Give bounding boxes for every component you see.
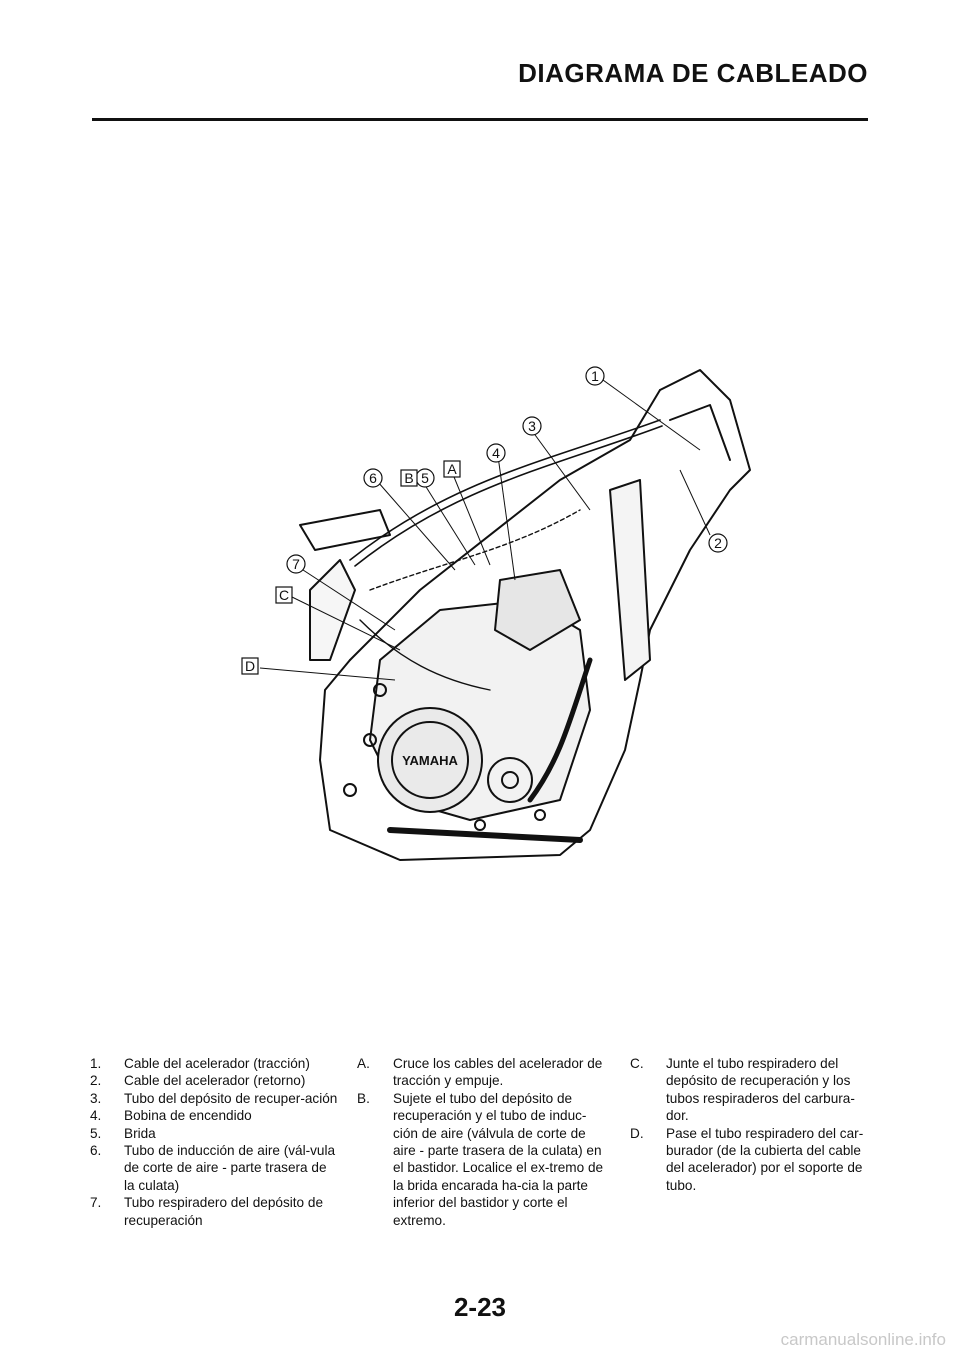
svg-text:B: B [404,470,413,486]
svg-text:4: 4 [492,445,500,461]
legend-numbered: 1.Cable del acelerador (tracción) 2.Cabl… [90,1055,338,1229]
engine-wiring-figure: YAMAHA 1 2 3 4 5 6 7 A B C [230,360,790,870]
callout-1: 1 [585,366,605,386]
engine-illustration: YAMAHA 1 2 3 4 5 6 7 A B C [241,366,751,861]
list-item: 4.Bobina de encendido [90,1108,252,1124]
callout-3: 3 [522,416,542,436]
list-item: D.Pase el tubo respiradero del car-burad… [630,1125,864,1193]
list-item: 7.Tubo respiradero del depósito de recup… [90,1195,324,1228]
watermark: carmanualsonline.info [780,1330,946,1349]
callout-C: C [275,586,293,604]
callout-A: A [443,460,461,478]
legend-lettered-a-b: A.Cruce los cables del acelerador de tra… [357,1055,609,1229]
list-item: 1.Cable del acelerador (tracción) [90,1056,310,1071]
title-rule [92,118,868,121]
svg-text:6: 6 [369,470,377,486]
list-item: 6.Tubo de inducción de aire (vál-vula de… [90,1143,336,1193]
svg-text:5: 5 [421,470,429,486]
list-item: 3.Tubo del depósito de recuper-ación [90,1090,338,1106]
callout-2: 2 [708,533,728,553]
list-item: B.Sujete el tubo del depósito de recuper… [357,1090,604,1228]
callout-4: 4 [486,443,506,463]
list-item: 2.Cable del acelerador (retorno) [90,1073,306,1089]
svg-text:7: 7 [292,556,300,572]
legend-lettered-c-d: C.Junte el tubo respiradero del depósito… [630,1055,875,1194]
callout-5: 5 [415,468,435,488]
callout-D: D [241,657,259,675]
svg-text:1: 1 [591,368,599,384]
callout-6: 6 [363,468,383,488]
callout-7: 7 [286,554,306,574]
callout-B: B [400,469,418,487]
page-number: 2-23 [453,1292,507,1322]
brand-mark: YAMAHA [402,753,458,768]
svg-text:2: 2 [714,535,722,551]
svg-text:3: 3 [528,418,536,434]
list-item: C.Junte el tubo respiradero del depósito… [630,1056,855,1124]
svg-text:D: D [245,658,255,674]
list-item: A.Cruce los cables del acelerador de tra… [357,1056,603,1089]
svg-text:A: A [447,461,457,477]
svg-text:C: C [279,587,289,603]
page-title: DIAGRAMA DE CABLEADO [518,58,868,88]
list-item: 5.Brida [90,1125,156,1141]
